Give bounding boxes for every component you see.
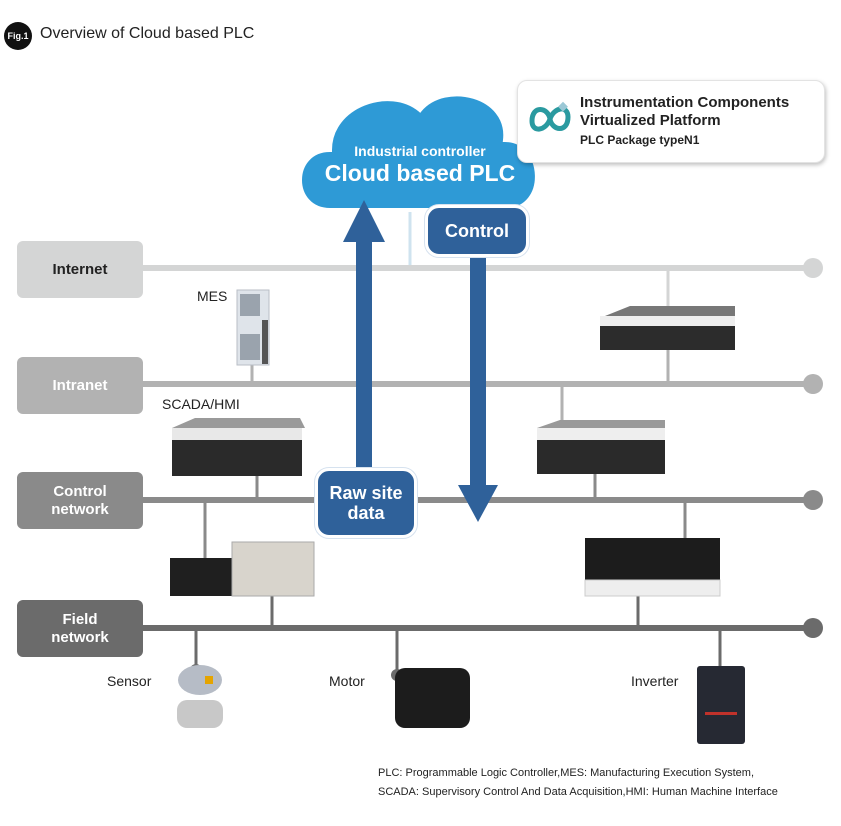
control-arrow [458,250,498,522]
internet-line-end [803,258,823,278]
inverter-image [697,666,745,744]
scada-hmi-label: SCADA/HMI [162,396,240,412]
footnote-line1: PLC: Programmable Logic Controller,MES: … [378,767,754,779]
figure-title: Overview of Cloud based PLC [40,25,255,42]
plc-modules-image [170,541,315,597]
mes-label: MES [197,288,228,304]
network-label-internet: Internet [17,241,143,298]
network-label-intranet: Intranet [17,357,143,414]
platform-title-line1: Instrumentation Components [580,94,790,111]
inverter-label: Inverter [631,673,679,689]
mes-server-image [236,289,270,366]
motor-image [395,668,470,728]
control-label: Control [445,220,509,241]
platform-box: Instrumentation Components Virtualized P… [517,80,825,163]
raw-site-data-label-line1: Raw site [329,483,403,503]
field-network-label-line2: network [51,628,109,646]
motor-label: Motor [329,673,365,689]
controller-rack-image [584,538,721,597]
footnote-line2: SCADA: Supervisory Control And Data Acqu… [378,786,778,798]
platform-title-line2: Virtualized Platform [580,112,721,129]
network-label-field: Field network [17,600,143,657]
raw-site-data-callout: Raw site data [315,468,417,538]
figure-badge: Fig.1 [4,22,32,50]
cloud-subtitle: Industrial controller [354,143,486,159]
cloud-title: Cloud based PLC [324,160,516,186]
raw-site-data-label-line2: data [347,503,385,523]
control-network-label-line2: network [51,500,109,518]
cloud-shape [298,92,539,212]
scada-hmi-server-image [172,418,305,476]
top-right-server-image [600,306,735,350]
intranet-label: Intranet [52,376,108,394]
control-network-line-end [803,490,823,510]
field-network-line-end [803,618,823,638]
control-callout: Control [425,205,529,257]
network-label-control: Control network [17,472,143,529]
sensor-image [177,665,223,728]
internet-label: Internet [52,260,108,278]
platform-package: PLC Package typeN1 [580,133,700,147]
right-server-image [537,420,665,474]
intranet-line-end [803,374,823,394]
field-network-label-line1: Field [62,610,98,628]
control-network-label-line1: Control [53,482,107,500]
sensor-label: Sensor [107,673,152,689]
raw-site-data-arrow [343,200,385,476]
infinity-logo-icon [529,101,571,132]
